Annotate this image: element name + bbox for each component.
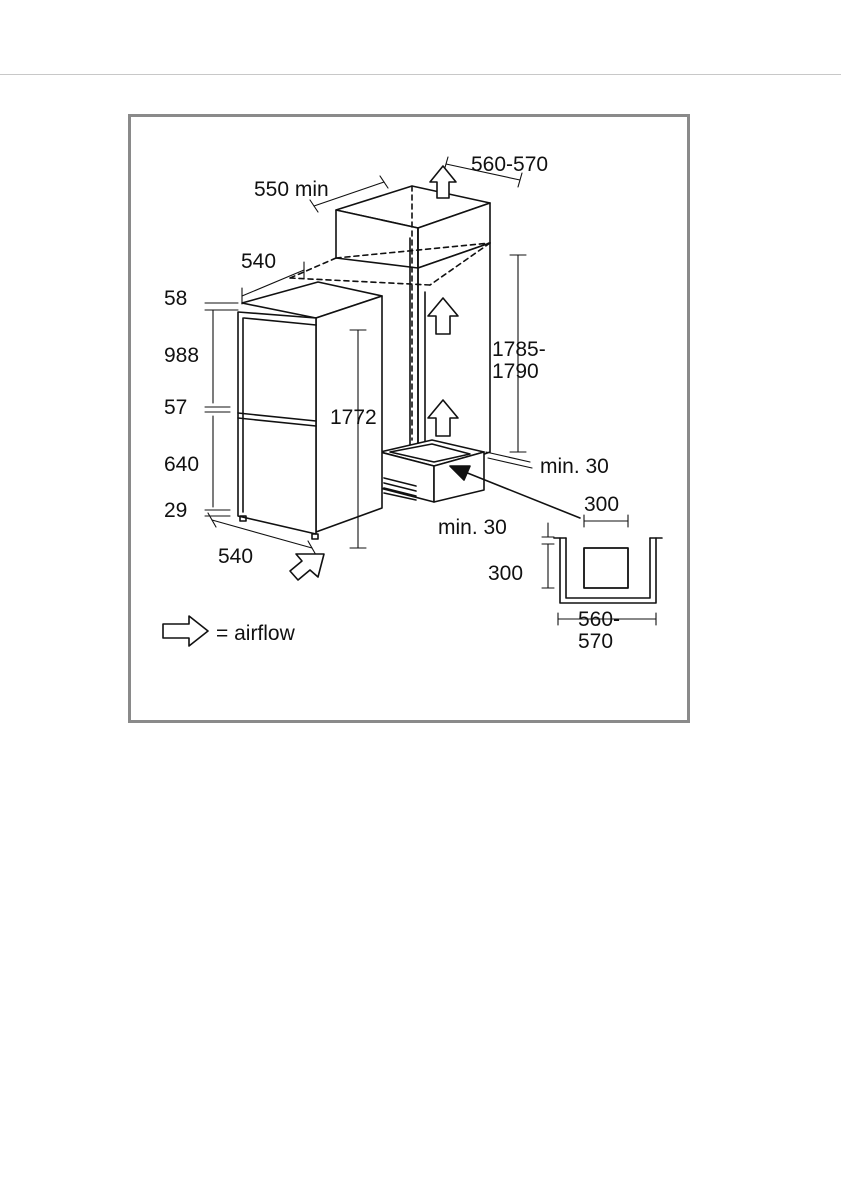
- airflow-arrow-inlet: [290, 554, 324, 580]
- label-appliance-depth: 540: [218, 545, 253, 568]
- airflow-legend-arrow: [163, 616, 208, 646]
- label-rear-gap: min. 30: [540, 455, 609, 478]
- label-niche-height-line1: 1785-: [492, 338, 546, 361]
- label-top-gap: 58: [164, 287, 187, 310]
- label-appliance-width: 540: [241, 250, 276, 273]
- label-plinth-width-line1: 560-: [578, 608, 620, 631]
- label-middle-gap: 57: [164, 396, 187, 419]
- label-freezer-height: 640: [164, 453, 199, 476]
- label-vent-height: 300: [488, 562, 523, 585]
- airflow-legend-text: = airflow: [216, 622, 296, 645]
- label-niche-width: 560-570: [471, 153, 548, 176]
- label-fridge-height: 988: [164, 344, 199, 367]
- label-niche-depth: 550 min: [254, 178, 329, 201]
- label-vent-gap: min. 30: [438, 516, 507, 539]
- label-niche-height-line2: 1790: [492, 360, 539, 383]
- label-appliance-height: 1772: [330, 406, 377, 429]
- label-bottom-gap: 29: [164, 499, 187, 522]
- label-vent-width: 300: [584, 493, 619, 516]
- label-plinth-width-line2: 570: [578, 630, 613, 653]
